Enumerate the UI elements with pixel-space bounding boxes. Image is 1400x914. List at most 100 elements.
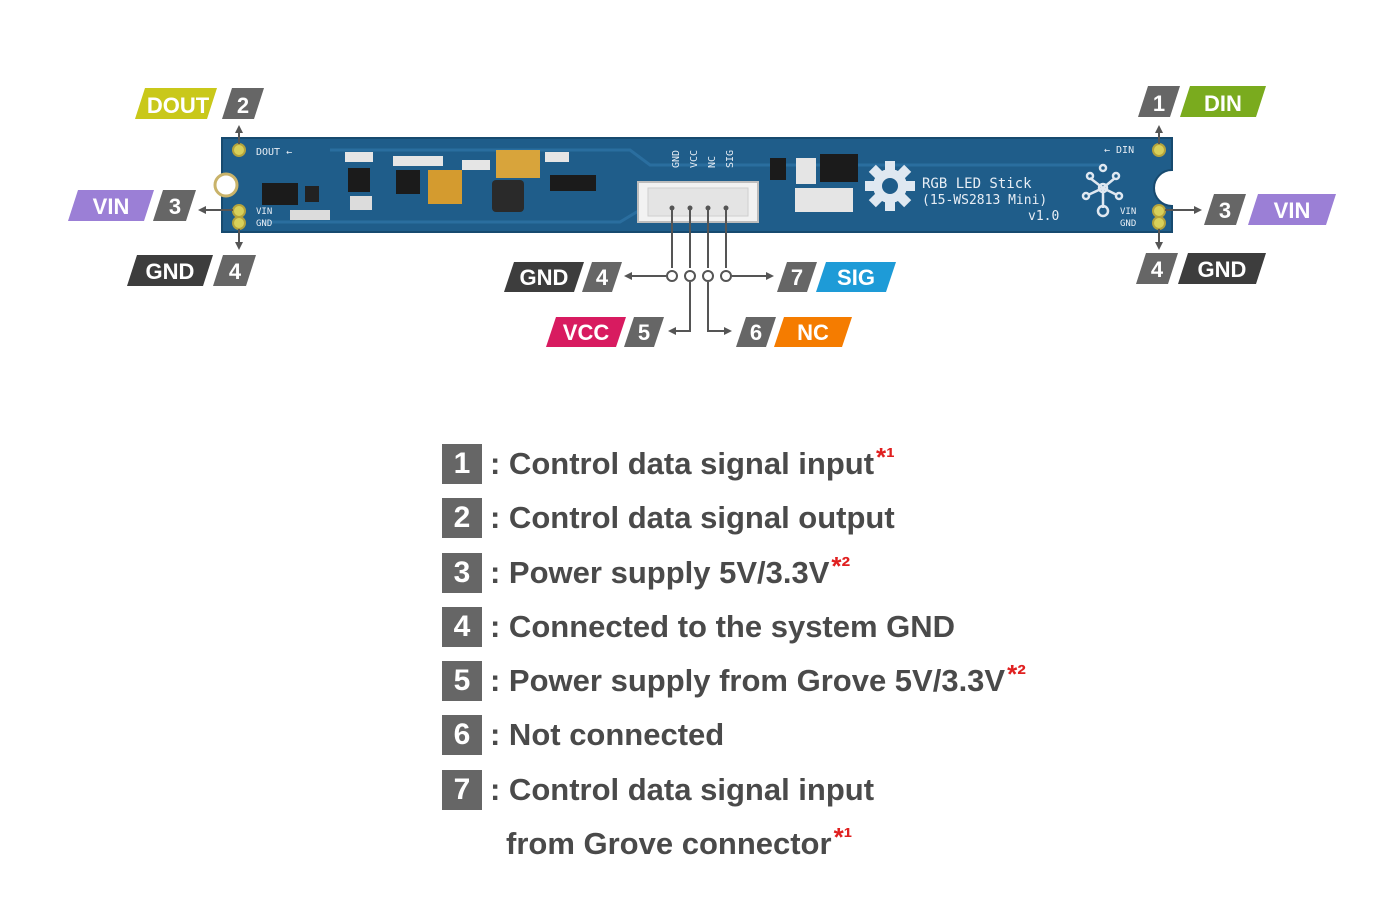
silk-gnd-left: GND <box>256 219 272 229</box>
connector-pin-labels: GND VCC NC SIG <box>671 150 736 168</box>
mounting-hole-left <box>213 172 239 198</box>
silk-dout: DOUT ← <box>256 147 292 158</box>
silk-pin-nc: NC <box>707 156 718 168</box>
grove-connector <box>637 181 759 223</box>
legend-item: 2 : Control data signal output <box>442 498 897 538</box>
callout-vin-left-num <box>153 190 196 221</box>
callout-vcc-conn-tag <box>546 317 626 347</box>
callout-nc-conn-label: NC <box>797 320 829 345</box>
callout-sig-conn-number: 7 <box>791 265 803 290</box>
callout-sig-conn-label: SIG <box>837 265 875 290</box>
callout-vcc-conn-num <box>624 317 664 347</box>
led-stick-pcb: DOUT ← ← DIN VIN GND VIN GND RGB LED Sti… <box>213 137 1173 233</box>
board-title-line1: RGB LED Stick <box>922 176 1032 192</box>
callout-dout-number: 2 <box>237 93 249 118</box>
callout-din: 1 DIN <box>1138 86 1266 117</box>
legend-footnote: *² <box>831 551 851 581</box>
network-icon <box>1081 163 1124 218</box>
legend-text: : Power supply 5V/3.3V*² <box>490 551 850 591</box>
callout-vin-right-num <box>1204 194 1246 225</box>
legend-desc: : Connected to the system GND <box>490 609 956 644</box>
callout-nc-conn-number: 6 <box>750 320 762 345</box>
legend-number: 2 <box>442 498 482 538</box>
callout-din-num <box>1138 86 1180 117</box>
callout-vin-right-tag <box>1248 194 1336 225</box>
callout-gnd-connector: GND 4 <box>504 262 622 292</box>
callout-gnd-left-label: GND <box>146 259 195 284</box>
pad-gnd-left <box>232 216 246 230</box>
pad-vin-left <box>232 204 246 218</box>
callout-nc-connector: 6 NC <box>736 317 852 347</box>
callout-gnd-conn-number: 4 <box>596 265 609 290</box>
legend-item: 6 : Not connected <box>442 715 726 755</box>
legend-item: 5 : Power supply from Grove 5V/3.3V*² <box>442 659 1026 701</box>
legend-desc: : Power supply 5V/3.3V <box>490 555 830 590</box>
pad-dout <box>232 143 246 157</box>
legend-text: : Power supply from Grove 5V/3.3V*² <box>490 659 1026 699</box>
legend-desc: : Not connected <box>490 717 725 752</box>
silk-pin-vcc: VCC <box>689 150 700 168</box>
callout-dout-num <box>222 88 264 119</box>
callout-vin-right-label: VIN <box>1274 198 1311 223</box>
legend-desc: : Control data signal input <box>490 772 875 807</box>
callout-gnd-conn-label: GND <box>520 265 569 290</box>
pad-din <box>1152 143 1166 157</box>
legend-number: 6 <box>442 715 482 755</box>
callout-dout-label: DOUT <box>147 93 210 118</box>
board-title-line2: (15-WS2813 Mini) <box>922 193 1047 208</box>
legend-item: 3 : Power supply 5V/3.3V*² <box>442 551 850 593</box>
callout-gnd-right-label: GND <box>1198 257 1247 282</box>
leader-lines <box>198 125 1202 335</box>
callout-gnd-right-number: 4 <box>1151 257 1164 282</box>
legend-text: : Not connected <box>490 717 726 753</box>
legend-continuation: from Grove connector*¹ <box>506 822 852 862</box>
callout-vcc-conn-label: VCC <box>563 320 610 345</box>
callout-gnd-left: GND 4 <box>127 255 256 286</box>
legend-text: : Control data signal input <box>490 772 876 808</box>
callout-gnd-left-num <box>213 255 256 286</box>
pad-vin-right <box>1152 204 1166 218</box>
legend-desc: : Control data signal input <box>490 446 875 481</box>
board-version: v1.0 <box>1028 209 1059 224</box>
callout-vin-left-label: VIN <box>93 194 130 219</box>
silk-pin-sig: SIG <box>725 150 736 168</box>
legend-text: : Control data signal input*¹ <box>490 442 895 482</box>
callout-din-label: DIN <box>1204 91 1242 116</box>
silk-pin-gnd: GND <box>671 150 682 168</box>
legend-number: 3 <box>442 553 482 593</box>
callout-gnd-conn-tag <box>504 262 584 292</box>
callout-gnd-right-num <box>1136 253 1178 284</box>
legend-item: 1 : Control data signal input*¹ <box>442 442 895 484</box>
callout-vin-right: 3 VIN <box>1204 194 1336 225</box>
legend-item: 4 : Connected to the system GND <box>442 607 957 647</box>
gear-icon <box>865 161 915 211</box>
pad-gnd-right <box>1152 216 1166 230</box>
silk-din: ← DIN <box>1104 145 1134 156</box>
legend-text: : Connected to the system GND <box>490 609 957 645</box>
legend-number: 4 <box>442 607 482 647</box>
callout-vcc-conn-number: 5 <box>638 320 650 345</box>
legend-footnote: *¹ <box>876 442 895 472</box>
callout-vin-right-number: 3 <box>1219 198 1231 223</box>
callout-dout: DOUT 2 <box>135 88 264 119</box>
legend-number: 7 <box>442 770 482 810</box>
callout-vin-left-number: 3 <box>169 194 181 219</box>
callout-vin-left-tag <box>68 190 154 221</box>
legend-footnote: *² <box>1007 659 1026 689</box>
leader-dots <box>666 270 732 282</box>
silk-gnd-right: GND <box>1120 219 1136 229</box>
legend-number: 5 <box>442 661 482 701</box>
smd-components <box>262 150 858 220</box>
callout-vin-left: VIN 3 <box>68 190 196 221</box>
legend-text: : Control data signal output <box>490 500 897 536</box>
callout-sig-conn-tag <box>816 262 896 292</box>
callout-nc-conn-tag <box>774 317 852 347</box>
legend-desc: : Control data signal output <box>490 500 895 535</box>
callout-gnd-conn-num <box>582 262 622 292</box>
legend-continuation-text: from Grove connector <box>506 826 832 861</box>
callout-nc-conn-num <box>736 317 776 347</box>
callout-dout-tag <box>135 88 217 119</box>
callout-gnd-left-number: 4 <box>229 259 242 284</box>
callout-gnd-left-tag <box>127 255 213 286</box>
